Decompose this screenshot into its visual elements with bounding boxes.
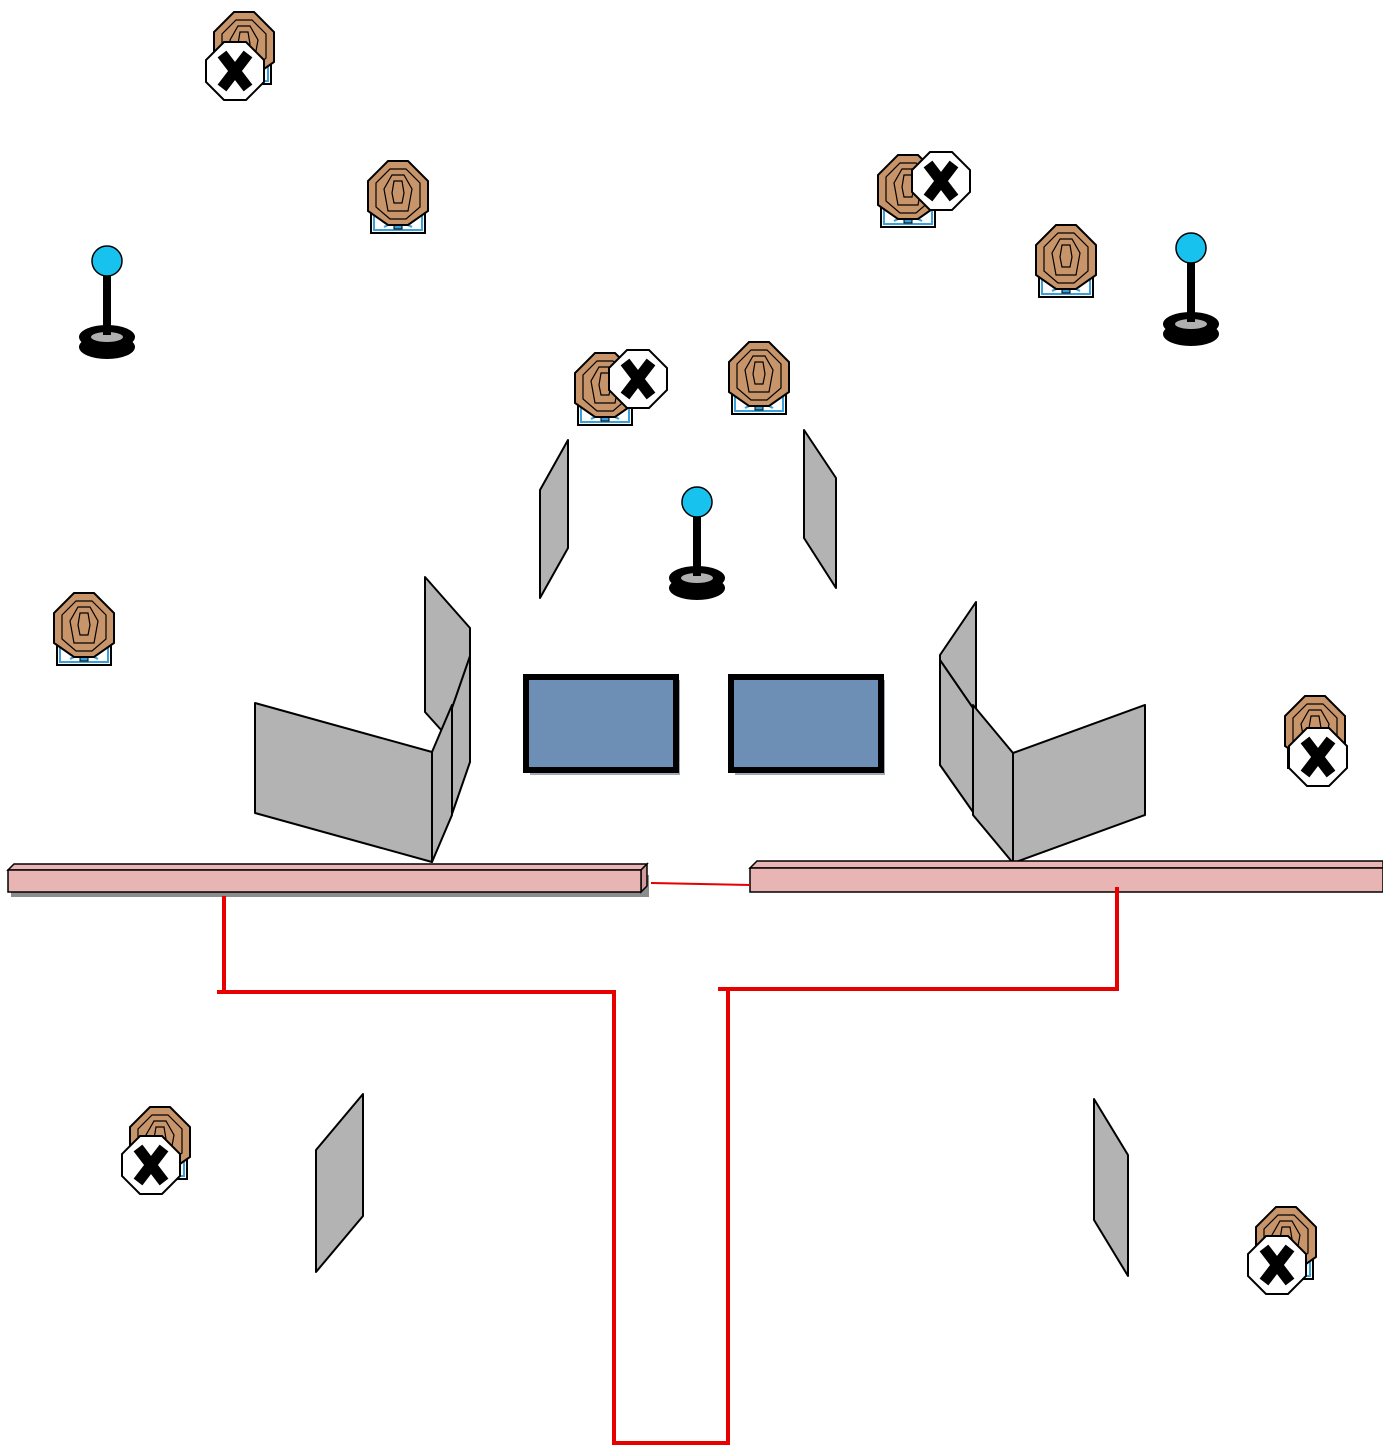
popper-right [1162, 232, 1220, 347]
no-shoot-icon [206, 42, 264, 100]
no-shoot-icon [1248, 1236, 1306, 1294]
no-shoot-icon [122, 1136, 180, 1194]
wall-left [6, 862, 649, 897]
barricade-left-front [254, 702, 433, 863]
target-center-left [574, 350, 667, 426]
wall-right [748, 860, 1383, 893]
fault-line-box [222, 887, 1119, 1445]
fault-lines [217, 881, 1119, 1445]
target-lower-right [1248, 1206, 1317, 1294]
target-center-right [728, 341, 790, 415]
barricade-panels [254, 429, 1146, 1277]
no-shoot-icon [609, 350, 667, 408]
target-lower-left [122, 1106, 191, 1194]
barricade-lower-left [315, 1093, 364, 1273]
barricade-upper-left [539, 439, 569, 599]
barricade-upper-right [803, 429, 837, 589]
popper-left [78, 245, 136, 360]
barricade-right-mid [972, 704, 1014, 864]
target-upper-right-a [877, 152, 970, 228]
port-window-left [523, 674, 680, 775]
target-top-left [206, 11, 275, 100]
barricade-left-mid [431, 704, 453, 863]
fault-line-gap [650, 881, 751, 887]
barricade-right-front [1012, 704, 1146, 864]
target-mid-left [53, 592, 115, 666]
target-upper-right-b [1035, 224, 1097, 298]
port-window-right [728, 674, 885, 775]
target-mid-right [1285, 695, 1347, 786]
no-shoot-icon [912, 152, 970, 210]
target-upper-left [367, 160, 429, 234]
no-shoot-icon [1289, 728, 1347, 786]
barricade-lower-right [1093, 1098, 1129, 1277]
popper-center [668, 486, 726, 601]
